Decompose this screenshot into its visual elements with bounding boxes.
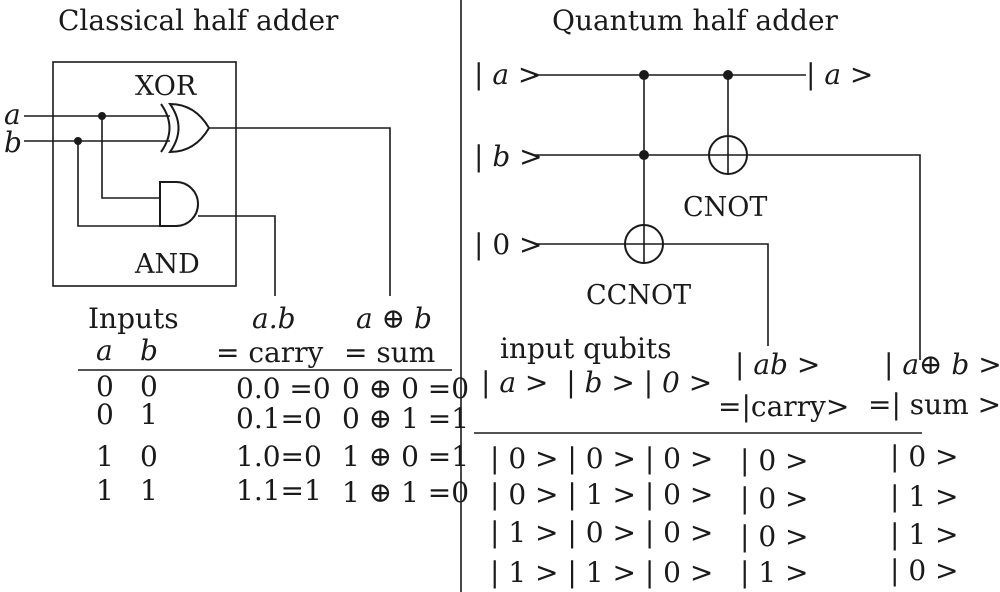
junction-b (74, 137, 82, 145)
ccnot-target (624, 224, 664, 264)
carry-label-header: = carry (216, 336, 324, 369)
input-b-label: b (4, 126, 22, 159)
carry-expr-header: a.b (252, 302, 296, 335)
svg-text:0: 0 (140, 370, 158, 403)
cnot-target (708, 135, 748, 175)
qubit-a-label: | a > (474, 58, 541, 91)
svg-text:1 ⊕ 1 =0: 1 ⊕ 1 =0 (342, 476, 469, 509)
carry-state-header: =|carry> (718, 390, 849, 423)
junction-a (98, 112, 106, 120)
sum-label-header: = sum (344, 336, 435, 369)
svg-text:| 1 > | 1 > | 0 >: | 1 > | 1 > | 0 > (490, 556, 713, 589)
svg-text:| 1 >: | 1 > (890, 480, 959, 513)
wire-sum-out (209, 127, 391, 296)
and-gate (159, 181, 199, 227)
col-b-header: b (140, 334, 158, 367)
ccnot-control-dot-b (639, 150, 649, 160)
svg-text:| 0 >: | 0 > (740, 520, 809, 553)
classical-table-row: 1 0 1.0=0 1 ⊕ 0 =1 (96, 440, 469, 473)
svg-text:| 1 > | 0 > | 0 >: | 1 > | 0 > | 0 > (490, 516, 713, 549)
svg-text:| 0 > | 0 > | 0 >: | 0 > | 0 > | 0 > (490, 442, 713, 475)
wire-b-to-and (77, 141, 170, 227)
svg-text:| 0 >: | 0 > (740, 444, 809, 477)
cnot-control-dot (723, 70, 733, 80)
svg-text:0 ⊕ 1 =1: 0 ⊕ 1 =1 (342, 402, 469, 435)
quantum-table-row: | 1 > | 0 > | 0 > | 0 > | 1 > (490, 516, 959, 553)
svg-text:| 1 >: | 1 > (740, 556, 809, 589)
quantum-title: Quantum half adder (552, 4, 839, 37)
ab-header: | ab > (735, 348, 820, 381)
ccnot-label: CCNOT (586, 280, 691, 311)
svg-text:| 0 > | 1 > | 0 >: | 0 > | 1 > | 0 > (490, 478, 713, 511)
svg-text:| 1 >: | 1 > (890, 518, 959, 551)
input-states-header: | a > | b > | 0 > (481, 366, 712, 399)
svg-text:| 0 >: | 0 > (890, 440, 959, 473)
qubit-line-zero (534, 243, 769, 346)
classical-title: Classical half adder (58, 4, 339, 37)
xor-gate (160, 102, 211, 154)
svg-text:1: 1 (140, 398, 158, 431)
wire-a-to-and (101, 116, 170, 199)
sum-expr-state-header: | a⊕ b > (884, 348, 1000, 381)
input-a-label: a (4, 98, 21, 131)
qubit-zero-label: | 0 > (474, 228, 543, 261)
svg-text:| 0 >: | 0 > (890, 554, 959, 587)
svg-text:1: 1 (96, 474, 114, 507)
classical-circuit-box (52, 61, 237, 287)
svg-text:0.0 =0: 0.0 =0 (236, 372, 331, 405)
svg-text:0: 0 (96, 398, 114, 431)
svg-text:0 ⊕ 0 =0: 0 ⊕ 0 =0 (342, 372, 469, 405)
svg-text:| 0 >: | 0 > (740, 482, 809, 515)
quantum-table-row: | 1 > | 1 > | 0 > | 1 > | 0 > (490, 554, 959, 589)
svg-text:1: 1 (96, 440, 114, 473)
svg-text:0: 0 (96, 370, 114, 403)
svg-text:1.0=0: 1.0=0 (236, 440, 322, 473)
quantum-table-row: | 0 > | 0 > | 0 > | 0 > | 0 > (490, 440, 959, 477)
qubit-a-output: | a > (806, 58, 873, 91)
ccnot-control-dot-a (639, 70, 649, 80)
classical-table-row: 0 1 0.1=0 0 ⊕ 1 =1 (96, 398, 469, 435)
svg-text:1.1=1: 1.1=1 (236, 474, 322, 507)
cnot-label: CNOT (683, 192, 767, 223)
svg-text:1 ⊕ 0 =1: 1 ⊕ 0 =1 (342, 440, 469, 473)
sum-expr-header: a ⊕ b (356, 302, 432, 335)
and-label: AND (134, 249, 200, 280)
qubit-b-label: | b > (474, 140, 543, 173)
svg-text:0: 0 (140, 440, 158, 473)
classical-table-row: 0 0 0.0 =0 0 ⊕ 0 =0 (96, 370, 469, 405)
qubit-line-b (534, 154, 921, 360)
svg-text:0.1=0: 0.1=0 (236, 402, 322, 435)
svg-text:1: 1 (140, 474, 158, 507)
sum-state-header: =| sum > (868, 388, 1000, 421)
xor-label: XOR (135, 71, 197, 102)
quantum-table-row: | 0 > | 1 > | 0 > | 0 > | 1 > (490, 478, 959, 515)
classical-table-row: 1 1 1.1=1 1 ⊕ 1 =0 (96, 474, 469, 509)
wire-carry-out (198, 215, 276, 296)
input-qubits-header: input qubits (500, 332, 672, 365)
inputs-header: Inputs (88, 302, 179, 335)
col-a-header: a (96, 334, 113, 367)
